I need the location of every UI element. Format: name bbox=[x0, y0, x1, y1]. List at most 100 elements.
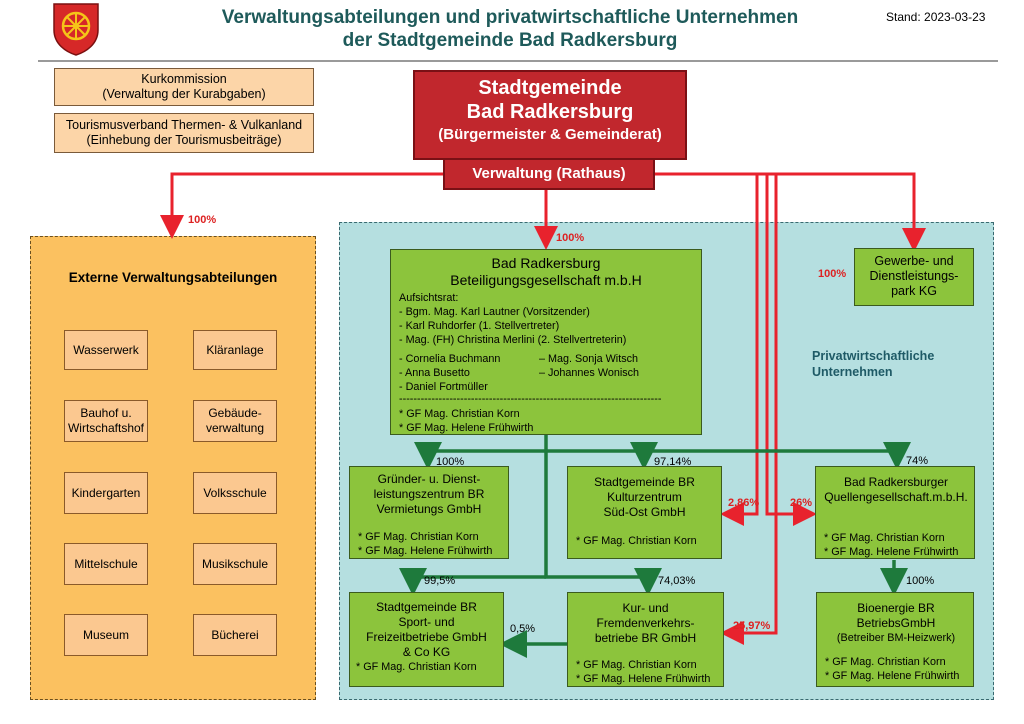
private-label: Privatwirtschaftliche Unternehmen bbox=[812, 348, 934, 380]
bio-gf-2: * GF Mag. Helene Frühwirth bbox=[825, 670, 960, 682]
gebaeudeverwaltung-box: Gebäude-verwaltung bbox=[193, 400, 277, 442]
private-label-line1: Privatwirtschaftliche bbox=[812, 349, 935, 363]
musikschule-box: Musikschule bbox=[193, 543, 277, 585]
kur-pct: 74,03% bbox=[658, 575, 696, 587]
kultur-gf-1: * GF Mag. Christian Korn bbox=[576, 535, 697, 547]
sport-small-pct: 0,5% bbox=[510, 623, 536, 635]
kurkommission-line2: (Verwaltung der Kurabgaben) bbox=[102, 87, 266, 101]
main-line3: (Bürgermeister & Gemeinderat) bbox=[438, 126, 662, 143]
bg-name1: Bad Radkersburg bbox=[491, 255, 601, 271]
verwaltung-label: Verwaltung (Rathaus) bbox=[472, 165, 626, 182]
header-divider bbox=[38, 60, 998, 62]
kur-name3: betriebe BR GmbH bbox=[594, 631, 697, 645]
bg-left-2: - Anna Busetto bbox=[399, 367, 470, 379]
gruender-box: Gründer- u. Dienst- leistungszentrum BR … bbox=[349, 466, 509, 559]
quellen-pct: 74% bbox=[906, 455, 929, 467]
external-title: Externe Verwaltungsabteilungen bbox=[68, 270, 278, 285]
sport-pct: 99,5% bbox=[424, 575, 456, 587]
gruender-pct: 100% bbox=[436, 456, 465, 468]
quellengesellschaft-box: Bad Radkersburger Quellengesellschaft.m.… bbox=[815, 466, 975, 559]
sport-name3: Freizeitbetriebe GmbH bbox=[366, 630, 487, 644]
bg-pct: 100% bbox=[556, 232, 585, 244]
buecherei-box: Bücherei bbox=[193, 614, 277, 656]
volksschule-box: Volksschule bbox=[193, 472, 277, 514]
bg-member-1: - Bgm. Mag. Karl Lautner (Vorsitzender) bbox=[399, 306, 590, 318]
kultur-name3: Süd-Ost GmbH bbox=[603, 505, 686, 519]
gebaeudeverwaltung-label: Gebäude-verwaltung bbox=[205, 406, 265, 435]
kur-fremdenverkehr-box: Kur- und Fremdenverkehrs- betriebe BR Gm… bbox=[567, 592, 724, 687]
kultur-name2: Kulturzentrum bbox=[607, 490, 682, 504]
stand-date: Stand: 2023-03-23 bbox=[886, 10, 986, 24]
mittelschule-label: Mittelschule bbox=[74, 556, 138, 571]
kur-gf-1: * GF Mag. Christian Korn bbox=[576, 659, 697, 671]
gruender-gf-1: * GF Mag. Christian Korn bbox=[358, 531, 479, 543]
bio-pct: 100% bbox=[906, 575, 935, 587]
quellen-red-pct: 26% bbox=[790, 497, 813, 509]
museum-box: Museum bbox=[64, 614, 148, 656]
beteiligungsgesellschaft-box: Bad Radkersburg Beteiligungsgesellschaft… bbox=[390, 249, 702, 435]
bg-right-1: – Mag. Sonja Witsch bbox=[539, 353, 639, 365]
sport-name1: Stadtgemeinde BR bbox=[376, 600, 477, 614]
bg-name2: Beteiligungsgesellschaft m.b.H bbox=[450, 272, 642, 288]
bg-left-1: - Cornelia Buchmann bbox=[399, 353, 501, 365]
mittelschule-box: Mittelschule bbox=[64, 543, 148, 585]
coat-of-arms-logo bbox=[52, 2, 100, 56]
bg-gf-2: * GF Mag. Helene Frühwirth bbox=[399, 422, 534, 434]
kindergarten-label: Kindergarten bbox=[71, 485, 141, 500]
title-line-2: der Stadtgemeinde Bad Radkersburg bbox=[342, 30, 678, 51]
quellen-name1: Bad Radkersburger bbox=[843, 475, 949, 489]
bg-member-3: - Mag. (FH) Christina Merlini (2. Stellv… bbox=[399, 334, 627, 346]
kur-gf-2: * GF Mag. Helene Frühwirth bbox=[576, 673, 711, 685]
external-pct: 100% bbox=[188, 214, 217, 226]
gruender-name3: Vermietungs GmbH bbox=[376, 502, 482, 516]
kultur-pct: 97,14% bbox=[654, 456, 692, 468]
gruender-gf-2: * GF Mag. Helene Frühwirth bbox=[358, 545, 493, 557]
tourismusverband-line2: (Einhebung der Tourismusbeiträge) bbox=[86, 133, 282, 147]
private-label-line2: Unternehmen bbox=[812, 365, 893, 379]
quellen-gf-2: * GF Mag. Helene Frühwirth bbox=[824, 546, 959, 558]
kulturzentrum-box: Stadtgemeinde BR Kulturzentrum Süd-Ost G… bbox=[567, 466, 722, 559]
kultur-red-pct: 2,86% bbox=[728, 497, 760, 509]
kur-name1: Kur- und bbox=[622, 601, 669, 615]
sport-name2: Sport- und bbox=[398, 615, 455, 629]
kur-red-pct: 25,97% bbox=[733, 620, 771, 632]
main-line2: Bad Radkersburg bbox=[466, 101, 634, 123]
verwaltung-rathaus-box: Verwaltung (Rathaus) bbox=[443, 158, 655, 190]
bg-aufsichtsrat-label: Aufsichtsrat: bbox=[399, 292, 459, 304]
gewerbepark-box: Gewerbe- und Dienstleistungs- park KG bbox=[854, 248, 974, 306]
main-line1: Stadtgemeinde bbox=[478, 77, 622, 99]
wasserwerk-label: Wasserwerk bbox=[73, 342, 139, 357]
kultur-name1: Stadtgemeinde BR bbox=[594, 475, 695, 489]
sport-gf-1: * GF Mag. Christian Korn bbox=[356, 661, 477, 673]
kurkommission-box: Kurkommission (Verwaltung der Kurabgaben… bbox=[54, 68, 314, 106]
sport-name4: & Co KG bbox=[402, 645, 451, 659]
gruender-name2: leistungszentrum BR bbox=[373, 487, 485, 501]
quellen-name2: Quellengesellschaft.m.b.H. bbox=[824, 490, 968, 504]
museum-label: Museum bbox=[82, 627, 129, 642]
kurkommission-line1: Kurkommission bbox=[141, 72, 227, 86]
stadtgemeinde-main-box: Stadtgemeinde Bad Radkersburg (Bürgermei… bbox=[413, 70, 687, 160]
bioenergie-box: Bioenergie BR BetriebsGmbH (Betreiber BM… bbox=[816, 592, 974, 687]
kur-name2: Fremdenverkehrs- bbox=[596, 616, 695, 630]
tourismusverband-line1: Tourismusverband Thermen- & Vulkanland bbox=[65, 118, 303, 132]
sport-freizeit-box: Stadtgemeinde BR Sport- und Freizeitbetr… bbox=[349, 592, 504, 687]
klaeranlage-box: Kläranlage bbox=[193, 330, 277, 370]
bg-gf-1: * GF Mag. Christian Korn bbox=[399, 408, 520, 420]
gruender-name1: Gründer- u. Dienst- bbox=[377, 472, 481, 486]
wasserwerk-box: Wasserwerk bbox=[64, 330, 148, 370]
bg-member-2: - Karl Ruhdorfer (1. Stellvertreter) bbox=[399, 320, 560, 332]
bauhof-box: Bauhof u. Wirtschaftshof bbox=[64, 400, 148, 442]
bio-name2: BetriebsGmbH bbox=[856, 616, 936, 630]
musikschule-label: Musikschule bbox=[201, 556, 269, 571]
bio-sub: (Betreiber BM-Heizwerk) bbox=[836, 632, 956, 644]
bio-name1: Bioenergie BR bbox=[857, 601, 935, 615]
gewerbe-pct: 100% bbox=[818, 268, 847, 280]
gewerbe-line1: Gewerbe- und bbox=[874, 254, 954, 268]
kindergarten-box: Kindergarten bbox=[64, 472, 148, 514]
bg-left-3: - Daniel Fortmüller bbox=[399, 381, 488, 393]
buecherei-label: Bücherei bbox=[211, 627, 259, 642]
volksschule-label: Volksschule bbox=[203, 485, 267, 500]
page-title: Verwaltungsabteilungen und privatwirtsch… bbox=[200, 6, 820, 52]
bg-dashes: ----------------------------------------… bbox=[399, 394, 662, 404]
gewerbe-line2: Dienstleistungs- bbox=[869, 269, 959, 283]
